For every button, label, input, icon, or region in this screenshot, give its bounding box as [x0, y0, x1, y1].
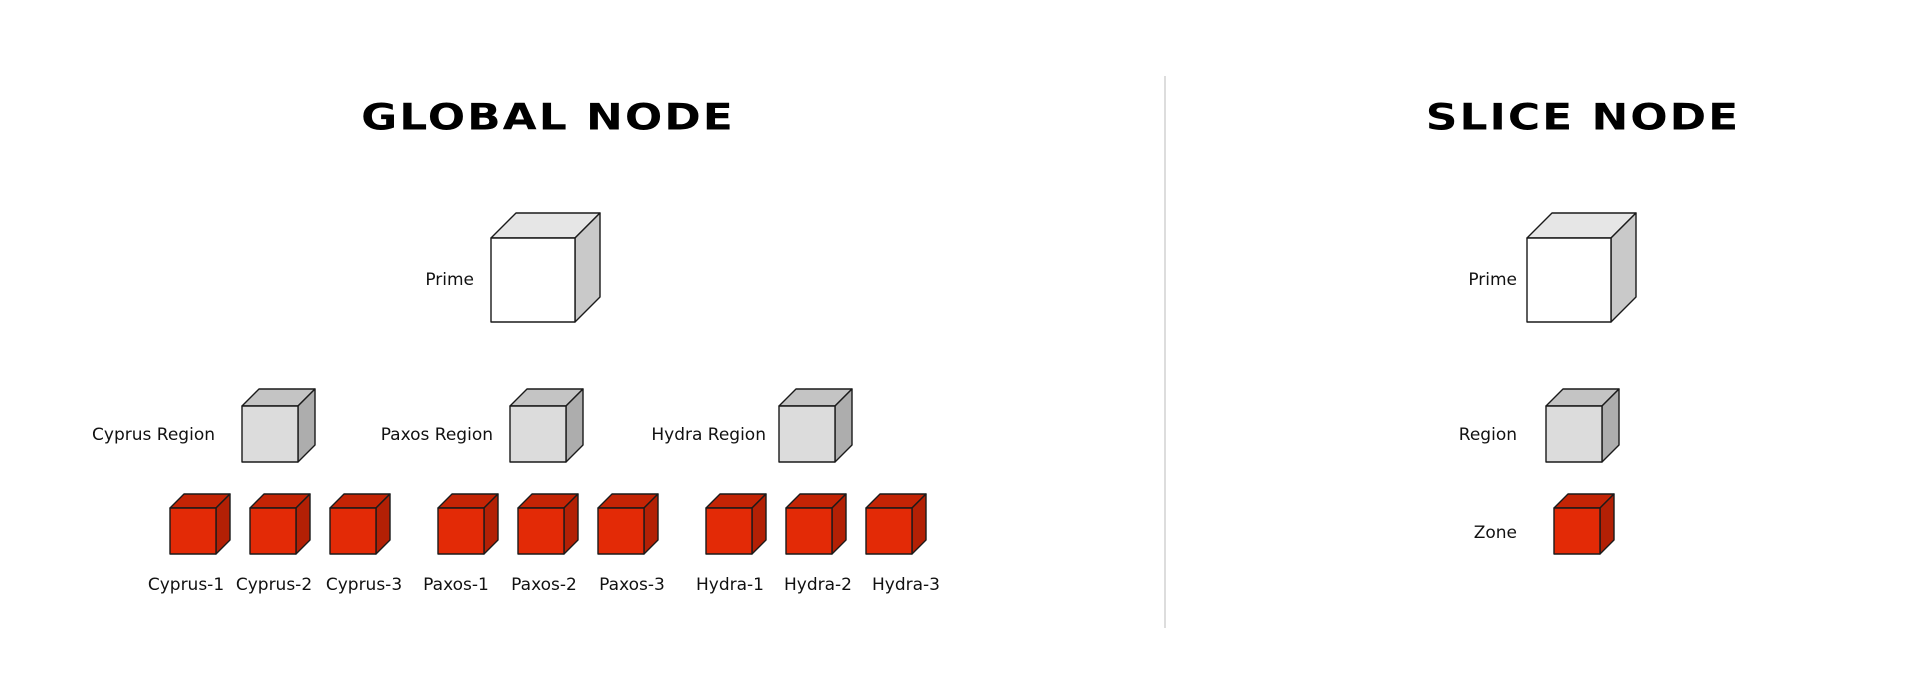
cube-front-face — [705, 507, 753, 555]
hydra-region-label: Hydra Region — [651, 425, 766, 445]
cube-front-face — [249, 507, 297, 555]
paxos-1-cube — [437, 493, 499, 555]
slice-region-cube — [1545, 388, 1620, 463]
cube-front-face — [509, 405, 567, 463]
cube-front-face — [785, 507, 833, 555]
slice-prime-label: Prime — [1468, 270, 1517, 290]
cube-front-face — [329, 507, 377, 555]
hydra-1-cube — [705, 493, 767, 555]
cyprus-region-cube — [241, 388, 316, 463]
cube-front-face — [1553, 507, 1601, 555]
cyprus-region-label: Cyprus Region — [92, 425, 215, 445]
cyprus-2-cube — [249, 493, 311, 555]
cube-front-face — [1545, 405, 1603, 463]
zone-label-hydra-1: Hydra-1 — [696, 575, 764, 595]
global-prime-cube — [490, 212, 601, 323]
zone-label-cyprus-3: Cyprus-3 — [326, 575, 402, 595]
paxos-3-cube — [597, 493, 659, 555]
hydra-region-cube — [778, 388, 853, 463]
cube-front-face — [169, 507, 217, 555]
cube-front-face — [490, 237, 576, 323]
hydra-2-cube — [785, 493, 847, 555]
zone-label-cyprus-1: Cyprus-1 — [148, 575, 224, 595]
paxos-region-label: Paxos Region — [381, 425, 493, 445]
zone-label-hydra-2: Hydra-2 — [784, 575, 852, 595]
cyprus-3-cube — [329, 493, 391, 555]
cube-front-face — [517, 507, 565, 555]
cube-front-face — [778, 405, 836, 463]
global-prime-label: Prime — [425, 270, 474, 290]
slice-node-title: SLICE NODE — [1426, 97, 1740, 138]
cube-front-face — [241, 405, 299, 463]
zone-label-cyprus-2: Cyprus-2 — [236, 575, 312, 595]
paxos-region-cube — [509, 388, 584, 463]
zone-label-hydra-3: Hydra-3 — [872, 575, 940, 595]
global-node-title: GLOBAL NODE — [361, 97, 735, 138]
zone-label-paxos-2: Paxos-2 — [511, 575, 577, 595]
cube-front-face — [1526, 237, 1612, 323]
slice-prime-cube — [1526, 212, 1637, 323]
slice-zone-cube — [1553, 493, 1615, 555]
cube-front-face — [437, 507, 485, 555]
slice-region-label: Region — [1459, 425, 1517, 445]
hydra-3-cube — [865, 493, 927, 555]
slice-zone-label: Zone — [1474, 523, 1517, 543]
cube-front-face — [597, 507, 645, 555]
paxos-2-cube — [517, 493, 579, 555]
cube-front-face — [865, 507, 913, 555]
zone-label-paxos-1: Paxos-1 — [423, 575, 489, 595]
zone-label-paxos-3: Paxos-3 — [599, 575, 665, 595]
cyprus-1-cube — [169, 493, 231, 555]
